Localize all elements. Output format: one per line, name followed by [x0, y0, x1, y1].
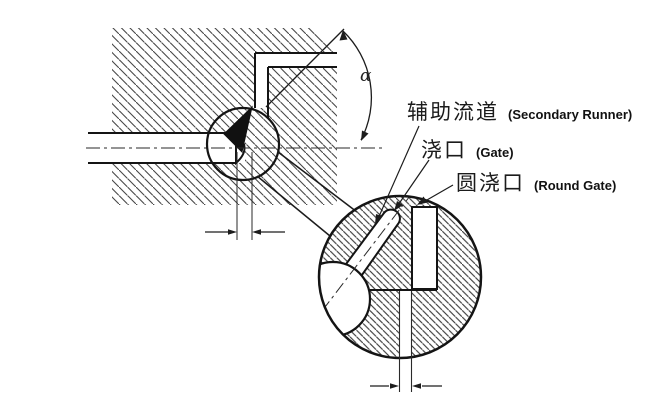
gate-dimension-detail [370, 291, 442, 392]
leader-lines [375, 125, 454, 224]
leader-secondary-runner [375, 125, 420, 224]
gate-dimension-small [205, 152, 285, 240]
label-secondary-runner-zh: 辅助流道 [407, 101, 499, 124]
magnified-detail-view [317, 194, 483, 392]
angle-arc [342, 30, 373, 141]
label-gate-en: (Gate) [476, 145, 514, 160]
label-gate: 浇口 (Gate) [421, 134, 514, 164]
detail-projection-lines [256, 151, 358, 237]
angle-symbol: α [360, 66, 372, 86]
detail-circle-small [205, 106, 281, 182]
label-round-gate: 圆浇口 (Round Gate) [456, 167, 616, 197]
label-secondary-runner-en: (Secondary Runner) [508, 107, 633, 122]
gate-cone [223, 105, 253, 153]
detail-gate-opening [400, 291, 412, 358]
leader-round-gate [417, 184, 454, 205]
gate-axis-line [265, 28, 345, 108]
detail-round-gate-cavity [411, 206, 438, 290]
detail-centerline [321, 196, 414, 312]
label-round-gate-en: (Round Gate) [534, 178, 617, 193]
label-secondary-runner: 辅助流道 (Secondary Runner) [407, 96, 632, 126]
label-round-gate-zh: 圆浇口 [456, 172, 525, 195]
label-gate-zh: 浇口 [421, 139, 467, 162]
leader-gate [394, 159, 430, 211]
main-section-view [86, 28, 382, 240]
angle-arc-arrowhead-top [339, 30, 348, 41]
channel-edges [88, 52, 337, 164]
angle-arc-arrowhead-bottom [361, 130, 369, 141]
mold-body-hatching [112, 28, 338, 205]
detail-runner-circle [319, 260, 372, 338]
